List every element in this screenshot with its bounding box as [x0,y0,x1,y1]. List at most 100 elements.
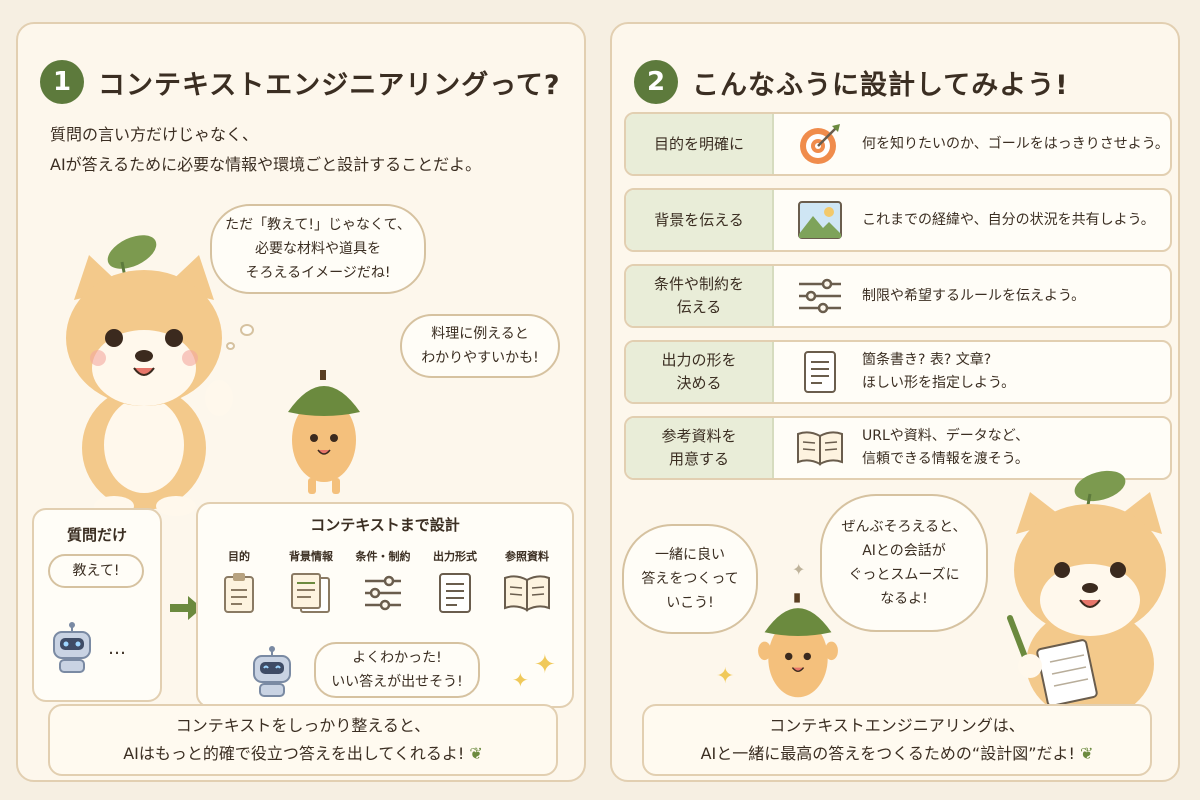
left-heading: 1 コンテキストエンジニアリングって? [40,60,561,104]
tag-line: 決める [676,374,722,392]
intro-line: 質問の言い方だけじゃなく、 [50,125,259,144]
question-speech: 教えて! [48,554,144,588]
document-icon [439,573,471,613]
tag-line: 参考資料を [661,427,737,445]
footer-text: AIと一緒に最高の答えをつくるための“設計図”だよ! [700,744,1075,763]
box-title: 質問だけ [66,526,127,544]
sliders-icon [365,575,401,611]
sprout-icon: ❦ [1080,744,1094,763]
thought-dot [226,342,235,350]
item-label: 背景情報 [289,550,333,563]
bubble-line: ぜんぶそろえると、 [841,519,967,535]
row-desc: これまでの経緯や、自分の状況を共有しよう。 [862,209,1155,232]
tag-line: 背景を伝える [654,210,744,229]
acorn-character [288,370,360,494]
footer-line: AIと一緒に最高の答えをつくるための“設計図”だよ! ❦ [644,740,1150,768]
context-item-purpose: 目的 [204,548,274,618]
bubble-line: 料理に例えると [431,326,529,342]
sparkle-icon: ✦ [512,668,529,692]
acorn-character [758,593,838,698]
shiba-speech-bubble: ぜんぶそろえると、 AIとの会話が ぐっとスムーズに なるよ! [820,494,988,632]
bubble-line: AIとの会話が [862,543,946,559]
footer-line: コンテキストをしっかり整えると、 [175,716,431,735]
desc-line: これまでの経緯や、自分の状況を共有しよう。 [862,211,1155,228]
row-desc: URLや資料、データなど、 信頼できる情報を渡そう。 [862,425,1029,471]
item-label: 参照資料 [505,550,549,563]
item-label: 条件・制約 [355,550,411,563]
robot-reply-bubble: よくわかった! いい答えが出せそう! [314,642,480,698]
clipboard-icon [224,573,254,613]
design-row-references: 参考資料を 用意する URLや資料、データなど、 信頼できる情報を渡そう。 [624,416,1172,480]
bubble-line: よくわかった! [352,650,442,666]
target-icon [788,114,852,174]
item-label: 目的 [228,550,250,563]
row-desc: 箇条書き? 表? 文章? ほしい形を指定しよう。 [862,349,1015,395]
robot-icon [253,646,291,697]
context-item-references: 参照資料 [492,548,562,618]
document-icon [788,342,852,402]
book-icon [788,418,852,478]
desc-line: 制限や希望するルールを伝えよう。 [862,287,1086,304]
design-row-constraints: 条件や制約を 伝える 制限や希望するルールを伝えよう。 [624,264,1172,328]
intro-line: AIが答えるために必要な情報や環境ごと設計することだよ。 [50,155,482,174]
context-item-background: 背景情報 [276,548,346,618]
bubble-line: ぐっとスムーズに [848,567,960,583]
row-desc: 制限や希望するルールを伝えよう。 [862,285,1085,308]
sparkle-icon: ✦ [716,664,735,689]
right-panel: 2 こんなふうに設計してみよう! 目的を明確に 何を知りたいのか、ゴールをはっき… [610,22,1180,782]
section-number: 2 [634,60,678,104]
context-design-box: コンテキストまで設計 目的 背景情報 条件・制約 [196,502,574,708]
book-icon [504,575,550,612]
context-item-output-format: 出力形式 [420,548,490,618]
thought-dot [240,324,254,336]
footer-line: AIはもっと的確で役立つ答えを出してくれるよ! ❦ [50,740,556,768]
left-panel: 1 コンテキストエンジニアリングって? 質問の言い方だけじゃなく、 AIが答える… [16,22,586,782]
desc-line: 何を知りたいのか、ゴールをはっきりさせよう。 [862,135,1169,152]
desc-line: 信頼できる情報を渡そう。 [862,451,1029,467]
item-label: 出力形式 [433,550,477,563]
row-tag: 参考資料を 用意する [626,418,774,478]
sparkle-icon: ✦ [792,560,806,579]
right-footer: コンテキストエンジニアリングは、 AIと一緒に最高の答えをつくるための“設計図”… [642,704,1152,776]
bubble-line: いこう! [666,595,714,611]
design-row-background: 背景を伝える これまでの経緯や、自分の状況を共有しよう。 [624,188,1172,252]
design-row-output-format: 出力の形を 決める 箇条書き? 表? 文章? ほしい形を指定しよう。 [624,340,1172,404]
section-number: 1 [40,60,84,104]
acorn-speech-bubble: 一緒に良い 答えをつくって いこう! [622,524,758,634]
ellipsis: … [108,638,126,659]
bubble-line: そろえるイメージだね! [245,265,391,281]
desc-line: URLや資料、データなど、 [862,428,1030,444]
row-tag: 出力の形を 決める [626,342,774,402]
tag-line: 出力の形を [661,351,737,369]
robot-icon [53,622,91,673]
row-desc: 何を知りたいのか、ゴールをはっきりさせよう。 [862,133,1169,156]
speech-text: 教えて! [72,563,120,579]
section-title: こんなふうに設計してみよう! [692,69,1069,101]
row-tag: 条件や制約を 伝える [626,266,774,326]
documents-icon [291,573,330,613]
tag-line: 条件や制約を [653,275,744,293]
box-title: コンテキストまで設計 [310,516,460,534]
arrow-right-icon [170,596,202,620]
question-only-box: 質問だけ 教えて! … [32,508,162,702]
footer-text: AIはもっと的確で役立つ答えを出してくれるよ! [123,744,465,763]
desc-line: 箇条書き? 表? 文章? [862,352,992,368]
bubble-line: なるよ! [880,591,928,607]
shiba-character [66,235,233,516]
row-tag: 背景を伝える [626,190,774,250]
left-footer: コンテキストをしっかり整えると、 AIはもっと的確で役立つ答えを出してくれるよ!… [48,704,558,776]
bubble-line: 一緒に良い [655,547,725,563]
sparkle-icon: ✦ [534,650,556,680]
row-tag: 目的を明確に [626,114,774,174]
tag-line: 目的を明確に [653,134,744,153]
bubble-line: わかりやすいかも! [421,350,539,366]
sprout-icon: ❦ [469,744,483,763]
section-title: コンテキストエンジニアリングって? [98,69,561,101]
tag-line: 用意する [668,450,729,468]
intro-text: 質問の言い方だけじゃなく、 AIが答えるために必要な情報や環境ごと設計することだ… [50,120,481,180]
image-icon [788,190,852,250]
footer-line: コンテキストエンジニアリングは、 [769,716,1025,735]
bubble-line: 必要な材料や道具を [255,241,381,257]
design-row-purpose: 目的を明確に 何を知りたいのか、ゴールをはっきりさせよう。 [624,112,1172,176]
sliders-icon [788,266,852,326]
